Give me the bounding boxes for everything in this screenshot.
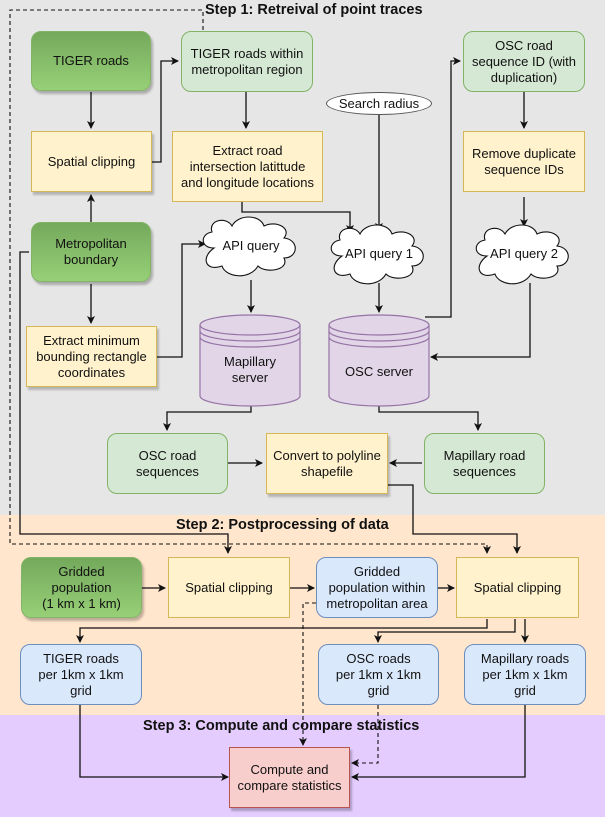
edge-clip-to-tiger-metro bbox=[152, 57, 179, 163]
edge-osc-to-seqid bbox=[425, 57, 461, 318]
node-compute-statistics: Compute and compare statistics bbox=[229, 747, 350, 808]
node-metropolitan-boundary: Metropolitan boundary bbox=[31, 222, 151, 282]
node-mapillary-per-grid: Mapillary roads per 1km x 1km grid bbox=[464, 644, 586, 705]
node-extract-mbr: Extract minimum bounding rectangle coord… bbox=[26, 326, 157, 387]
node-spatial-clipping-3: Spatial clipping bbox=[456, 557, 579, 618]
node-remove-duplicates: Remove duplicate sequence IDs bbox=[463, 131, 585, 192]
node-search-radius: Search radius bbox=[326, 92, 432, 115]
node-spatial-clipping-1: Spatial clipping bbox=[31, 131, 152, 192]
node-osc-server: OSC server bbox=[345, 364, 413, 379]
edge-dashed-oscgrid-to-compute bbox=[351, 705, 379, 767]
node-osc-road-sequences: OSC road sequences bbox=[107, 433, 228, 494]
step3-title: Step 3: Compute and compare statistics bbox=[143, 718, 420, 734]
node-osc-sequence-id: OSC road sequence ID (with duplication) bbox=[463, 31, 585, 92]
edge-mapillary-to-oscseq bbox=[163, 400, 252, 431]
node-spatial-clipping-2: Spatial clipping bbox=[168, 557, 290, 618]
edge-extract-to-api1 bbox=[241, 197, 354, 233]
edge-metro-to-clip2 bbox=[19, 251, 232, 554]
node-gridded-population: Gridded population (1 km x 1 km) bbox=[21, 557, 142, 618]
edge-mbr-to-apiquery bbox=[157, 240, 206, 358]
node-tiger-within-metro: TIGER roads within metropolitan region bbox=[181, 31, 313, 92]
edge-dashed-gridmetro-to-compute bbox=[299, 602, 316, 746]
node-api-query-1: API query 1 bbox=[345, 246, 413, 261]
edge-clip3-to-oscgrid bbox=[374, 619, 516, 643]
edge-convert-to-clip3 bbox=[388, 484, 521, 554]
node-tiger-roads: TIGER roads bbox=[31, 31, 151, 91]
node-extract-intersections: Extract road intersection latittude and … bbox=[172, 131, 323, 202]
step2-title: Step 2: Postprocessing of data bbox=[176, 517, 389, 533]
node-osc-per-grid: OSC roads per 1km x 1km grid bbox=[318, 644, 439, 705]
node-mapillary-road-sequences: Mapillary road sequences bbox=[424, 433, 545, 494]
edge-dashed-tigermetro-to-clip3 bbox=[9, 9, 491, 554]
node-tiger-per-grid: TIGER roads per 1km x 1km grid bbox=[20, 644, 142, 705]
edge-clip3-to-tigergrid bbox=[76, 619, 488, 643]
node-mapillary-server: Mapillary server bbox=[223, 354, 276, 385]
edge-api2-to-osc bbox=[430, 283, 531, 361]
node-gridded-pop-metro: Gridded population within metropolitan a… bbox=[316, 557, 438, 618]
edge-tigergrid-to-compute bbox=[79, 705, 229, 781]
step1-title: Step 1: Retreival of point traces bbox=[205, 2, 423, 18]
edge-osc-to-mapillaryseq bbox=[378, 400, 482, 431]
node-api-query: API query bbox=[222, 238, 280, 253]
node-convert-polyline: Convert to polyline shapefile bbox=[266, 433, 388, 494]
node-api-query-2: API query 2 bbox=[490, 246, 558, 261]
edge-mapillarygrid-to-compute bbox=[351, 705, 526, 781]
